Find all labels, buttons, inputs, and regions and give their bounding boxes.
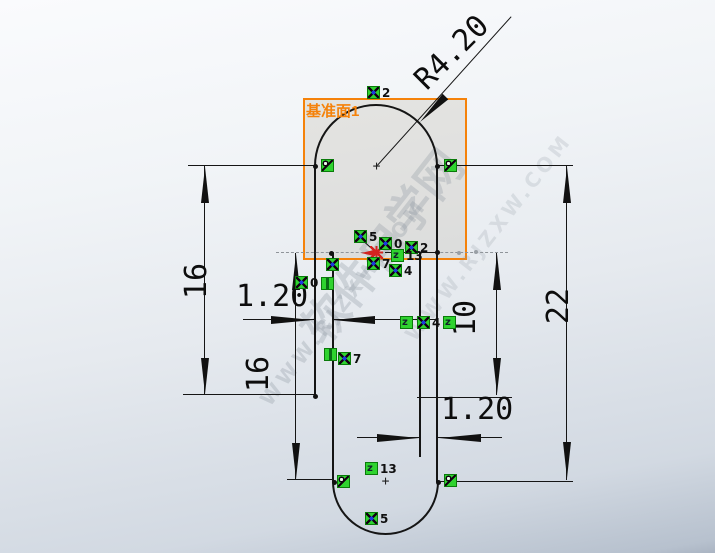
arrow-22-top [563,167,571,203]
constraint-marker-coincident[interactable]: 0 [295,276,318,290]
marker-label: 4 [404,264,413,278]
constraint-marker-coincident[interactable]: 2 [405,241,428,255]
marker-label: 5 [369,230,378,244]
marker-label: 4 [432,316,441,330]
marker-label: 2 [420,241,429,255]
constraint-marker-vertical[interactable] [324,348,337,361]
marker-label: 2 [382,86,391,100]
marker-label: 5 [380,512,389,526]
arrow-120-bottom-right [439,434,481,442]
fix-icon: z [393,250,399,261]
dim-line-16-left[interactable] [204,166,205,394]
dim-line-16-inner[interactable] [295,253,296,480]
fix-icon: z [445,317,451,328]
extension-line-top-left[interactable] [188,165,315,166]
constraint-marker-coincident[interactable]: 5 [354,230,377,244]
sketch-point-inactive[interactable] [474,250,478,254]
slot-inner-right-edge[interactable] [419,252,421,457]
constraint-marker-coincident[interactable]: 0 [379,237,402,251]
constraint-marker-coincident[interactable]: 7 [367,257,390,271]
arrow-16-inner-top [292,254,300,290]
sketch-point[interactable] [436,480,441,485]
constraint-marker-coincident[interactable]: 4 [417,316,440,330]
sketch-point[interactable] [313,164,318,169]
constraint-marker-coincident[interactable]: 5 [365,512,388,526]
slot-inner-left-edge[interactable] [332,252,334,482]
slot-outer-right-edge[interactable] [436,165,438,482]
extension-line-mid-right[interactable] [417,397,512,398]
dim-line-120-top-right[interactable] [333,319,438,320]
constraint-marker-vertical[interactable] [321,277,334,290]
extension-line-mid-left[interactable] [183,394,315,395]
sketch-point[interactable] [332,480,337,485]
marker-label: 7 [353,352,362,366]
dim-line-10[interactable] [496,253,497,395]
sketch-point-inactive[interactable] [457,251,461,255]
dim-text-22[interactable]: 22 [541,287,577,325]
arrow-120-bottom-left [377,434,419,442]
sketch-point[interactable] [435,164,440,169]
constraint-marker-coincident[interactable]: 4 [389,264,412,278]
marker-label: 0 [310,276,319,290]
constraint-marker-fix[interactable]: z 13 [391,249,423,263]
fix-icon: z [367,463,373,474]
constraint-marker-coincident[interactable] [326,258,339,271]
arrow-10-top [493,254,501,290]
dim-text-120-bottom[interactable]: 1.20 [441,392,514,427]
arrow-22-bottom [563,442,571,478]
dim-line-22[interactable] [566,166,567,480]
marker-label: 13 [406,249,423,263]
slot-outer-left-edge[interactable] [314,165,316,396]
arc-center-bottom[interactable]: + [381,474,390,489]
extension-line-top-right[interactable] [437,165,573,166]
slot-inner-bottom-arc[interactable] [332,481,439,535]
constraint-marker-tangent[interactable] [337,475,350,488]
arrow-10-bottom [493,358,501,394]
constraint-marker-tangent[interactable] [444,159,457,172]
constraint-marker-tangent[interactable] [321,159,334,172]
sketch-point[interactable] [435,250,440,255]
arrow-16-left-bottom [201,358,209,394]
constraint-marker-fix[interactable]: z 13 [365,462,397,476]
sketch-point[interactable] [313,394,318,399]
extension-line-bottom-right[interactable] [438,481,573,482]
constraint-marker-fix[interactable]: z [400,316,413,329]
arrow-16-left-top [201,167,209,203]
constraint-marker-coincident[interactable]: 2 [367,86,390,100]
fix-icon: z [402,317,408,328]
sketch-point[interactable] [329,251,334,256]
arc-center-top[interactable]: + [372,159,381,174]
origin-x-axis-arrow [361,250,374,256]
dim-text-16-inner[interactable]: 16 [241,355,277,393]
arrow-16-inner-bottom [292,443,300,479]
marker-label: 7 [382,257,391,271]
dim-text-16-left[interactable]: 16 [179,262,215,300]
marker-label: 13 [380,462,397,476]
constraint-marker-tangent[interactable] [444,474,457,487]
arrow-120-top-right [333,316,375,324]
arrow-120-top-left [271,316,313,324]
extension-line-bottom-left[interactable] [287,479,334,480]
datum-plane-label: 基准面1 [306,103,360,120]
constraint-marker-fix[interactable]: z [443,316,456,329]
marker-label: 0 [394,237,403,251]
constraint-marker-coincident[interactable]: 7 [338,352,361,366]
